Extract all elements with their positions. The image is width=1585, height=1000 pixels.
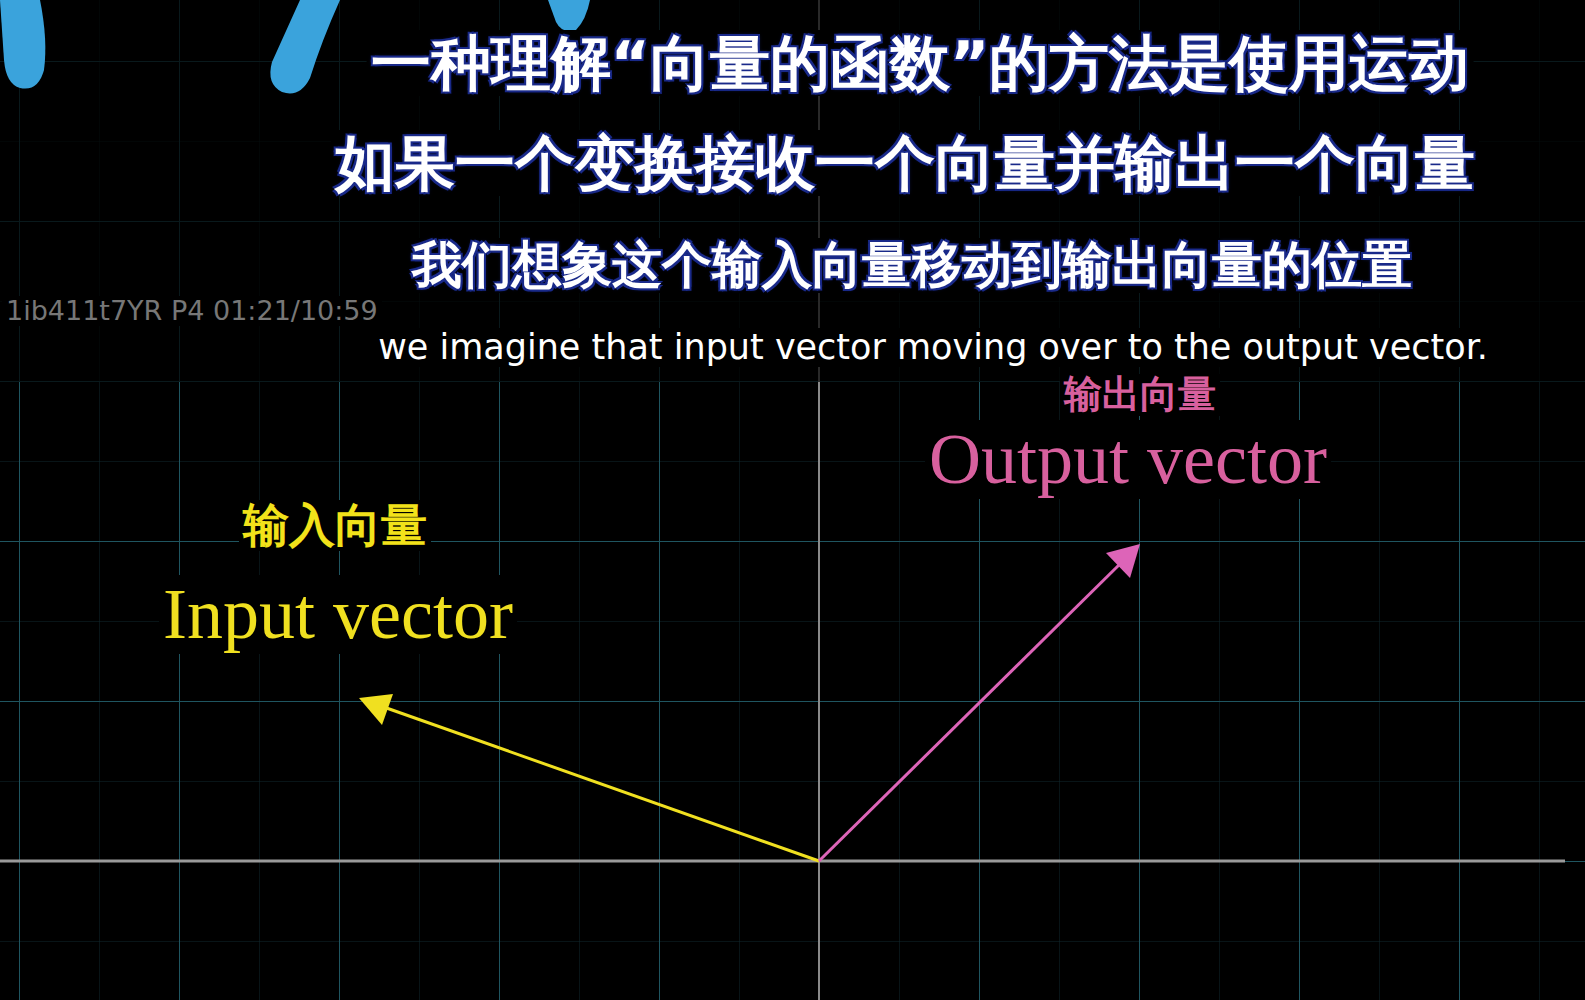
output-vector-head	[1106, 544, 1140, 578]
x-axis	[0, 860, 1565, 863]
subtitle-line: 一种理解“向量的函数”的方法是使用运动	[367, 30, 1474, 96]
character-leg	[270, 0, 340, 93]
english-subtitle: we imagine that input vector moving over…	[374, 328, 1492, 367]
subtitle-line: 如果一个变换接收一个向量并输出一个向量	[331, 130, 1479, 196]
vector-label: 输入向量	[239, 500, 431, 551]
input-vector-head	[359, 694, 393, 725]
input-vector-arrow	[378, 705, 819, 861]
character-leg	[548, 0, 590, 31]
watermark: 1ib411t7YR P4 01:21/10:59	[2, 296, 382, 326]
character-leg	[0, 0, 45, 89]
vector-label: 输出向量	[1060, 374, 1220, 416]
vector-label: Output vector	[925, 420, 1331, 499]
vector-label: Input vector	[159, 575, 517, 654]
output-vector-arrow	[819, 561, 1123, 861]
subtitle-line: 我们想象这个输入向量移动到输出向量的位置	[408, 238, 1416, 293]
subtitle-band	[0, 0, 1585, 382]
